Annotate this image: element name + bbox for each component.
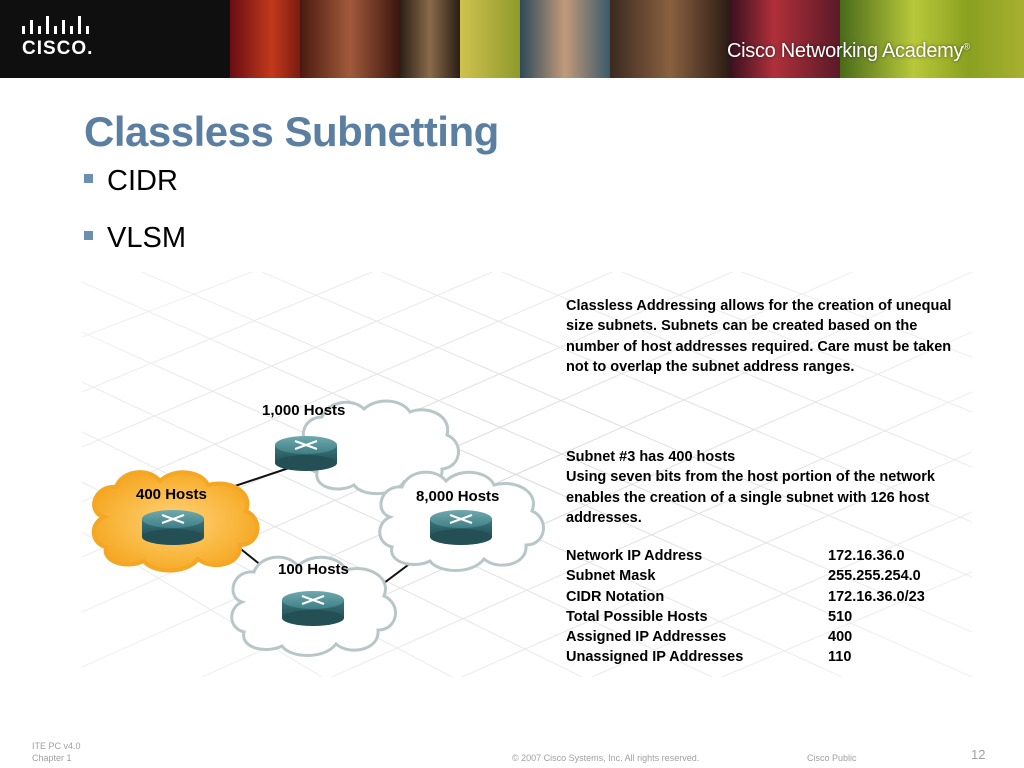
table-row: CIDR Notation 172.16.36.0/23 <box>566 587 925 607</box>
cloud-1000-hosts <box>301 399 460 496</box>
table-key: Subnet Mask <box>566 568 656 585</box>
table-value: 255.255.254.0 <box>828 568 921 585</box>
description-paragraph: Classless Addressing allows for the crea… <box>566 298 952 375</box>
bullet-item: CIDR <box>84 165 178 198</box>
banner-photo <box>300 0 400 78</box>
table-row: Unassigned IP Addresses 110 <box>566 647 925 667</box>
table-value: 110 <box>828 649 852 666</box>
banner-photo <box>610 0 730 78</box>
subnet-example-text: Using seven bits from the host portion o… <box>566 469 935 526</box>
table-row: Subnet Mask 255.255.254.0 <box>566 566 925 586</box>
table-key: Total Possible Hosts <box>566 608 708 625</box>
banner-photo <box>840 0 1024 78</box>
subnet-example: Subnet #3 has 400 hosts Using seven bits… <box>566 447 976 528</box>
bullet-text: CIDR <box>107 165 178 197</box>
page-number: 12 <box>971 747 986 762</box>
footer-copyright: © 2007 Cisco Systems, Inc. All rights re… <box>512 753 700 763</box>
router-icon <box>430 510 492 545</box>
table-key: Assigned IP Addresses <box>566 629 727 646</box>
table-value: 510 <box>828 608 853 625</box>
bullet-square-icon <box>84 230 93 240</box>
bullet-square-icon <box>84 173 93 183</box>
header-banner: CISCO. Cisco Networking Academy® <box>0 0 1024 78</box>
cisco-wordmark: CISCO. <box>22 38 94 59</box>
academy-title-text: Cisco Networking Academy <box>727 40 964 62</box>
network-diagram <box>82 272 972 677</box>
table-key: Network IP Address <box>566 548 703 564</box>
cloud-label-400: 400 Hosts <box>136 486 207 503</box>
router-icon <box>282 591 344 626</box>
cloud-label-1000: 1,000 Hosts <box>262 402 346 419</box>
banner-photo <box>460 0 520 78</box>
footer-chapter: Chapter 1 <box>32 753 72 763</box>
table-value: 172.16.36.0/23 <box>828 588 925 605</box>
banner-photo <box>730 0 840 78</box>
diagram-canvas <box>82 272 972 677</box>
router-icon <box>142 510 204 545</box>
slide-title: Classless Subnetting <box>84 108 499 155</box>
banner-photo <box>400 0 460 78</box>
table-value: 172.16.36.0 <box>828 548 905 564</box>
footer-classification: Cisco Public <box>807 753 857 763</box>
router-icon <box>275 436 337 471</box>
table-key: CIDR Notation <box>566 588 665 605</box>
table-row: Assigned IP Addresses 400 <box>566 627 925 647</box>
cisco-bridge-icon <box>22 16 89 34</box>
cloud-label-8000: 8,000 Hosts <box>416 488 500 505</box>
table-value: 400 <box>828 629 853 646</box>
bullet-text: VLSM <box>107 222 186 254</box>
table-row: Network IP Address 172.16.36.0 <box>566 546 925 566</box>
cisco-logo <box>20 14 100 64</box>
table-key: Unassigned IP Addresses <box>566 649 744 666</box>
academy-title: Cisco Networking Academy® <box>727 40 970 63</box>
registered-mark: ® <box>963 41 970 52</box>
subnet-info-table: Network IP Address 172.16.36.0 Subnet Mas… <box>566 546 925 668</box>
cloud-label-100: 100 Hosts <box>278 561 349 578</box>
banner-photo <box>520 0 610 78</box>
bullet-item: VLSM <box>84 222 186 255</box>
table-row: Total Possible Hosts 510 <box>566 607 925 627</box>
footer-course: ITE PC v4.0 <box>32 741 81 751</box>
banner-photo <box>230 0 300 78</box>
subnet-example-heading: Subnet #3 has 400 hosts <box>566 449 736 465</box>
